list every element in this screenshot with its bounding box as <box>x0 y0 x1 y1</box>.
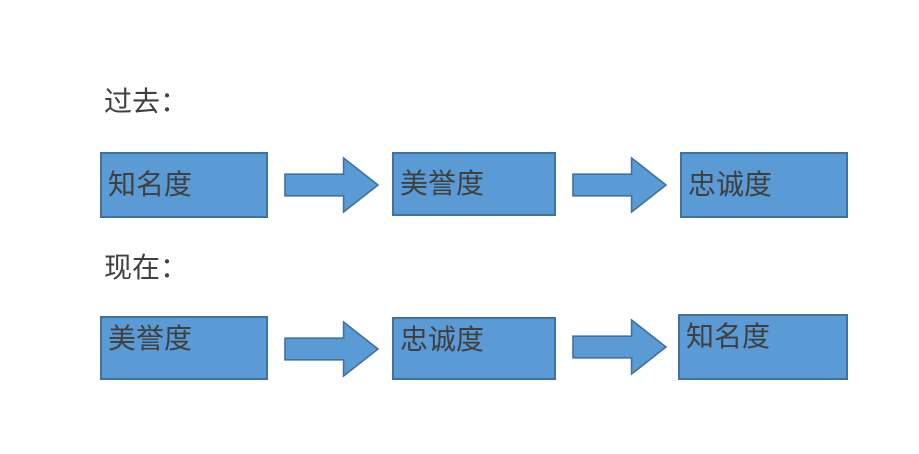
flow-arrow-r2-2 <box>573 320 666 374</box>
flow-box-r2-s1[interactable]: 美誉度 <box>100 316 268 380</box>
flow-arrow-r1-1 <box>285 158 378 212</box>
flow-box-label: 美誉度 <box>108 323 193 354</box>
flow-box-r2-s3[interactable]: 知名度 <box>678 314 848 380</box>
flow-box-label: 忠诚度 <box>688 169 773 200</box>
flow-box-r1-s1[interactable]: 知名度 <box>100 152 268 218</box>
flow-box-label: 美誉度 <box>400 168 485 199</box>
flow-box-r2-s2[interactable]: 忠诚度 <box>392 317 556 380</box>
flow-box-label: 忠诚度 <box>400 324 485 355</box>
arrow-right-icon <box>285 158 378 212</box>
row-label-1: 过去： <box>104 86 189 117</box>
arrow-right-icon <box>573 158 666 212</box>
flow-arrow-r1-2 <box>573 158 666 212</box>
flow-box-label: 知名度 <box>108 169 193 200</box>
row-label-2: 现在： <box>104 252 189 283</box>
arrow-right-icon <box>285 322 378 376</box>
flow-box-r1-s2[interactable]: 美誉度 <box>392 152 556 216</box>
flow-box-label: 知名度 <box>686 321 771 352</box>
flow-box-r1-s3[interactable]: 忠诚度 <box>680 152 848 218</box>
flow-arrow-r2-1 <box>285 322 378 376</box>
arrow-right-icon <box>573 320 666 374</box>
